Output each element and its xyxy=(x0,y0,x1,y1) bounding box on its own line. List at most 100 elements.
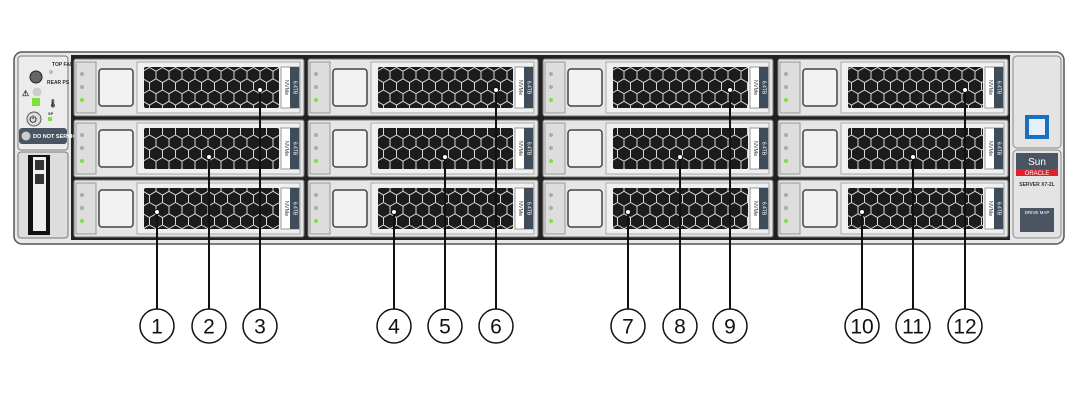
callout-6: 6 xyxy=(478,87,514,344)
drive-fault-led xyxy=(80,146,84,150)
callout-circle xyxy=(376,308,412,344)
callout-number: 2 xyxy=(203,316,215,339)
drive-grille xyxy=(613,67,748,108)
drive-capacity-label xyxy=(290,67,299,108)
drive-ok-led xyxy=(784,159,788,163)
drive-release-button[interactable] xyxy=(567,68,603,107)
callout-number: 5 xyxy=(439,316,451,339)
drive-activity-led xyxy=(549,72,553,76)
drive-capacity-label xyxy=(994,67,1003,108)
callout-circle xyxy=(610,308,646,344)
power-button[interactable] xyxy=(26,111,42,127)
drive-fault-led xyxy=(549,146,553,150)
drive-fault-led xyxy=(549,206,553,210)
drive-grille xyxy=(378,128,513,169)
drive-led-panel xyxy=(75,182,97,235)
drive-activity-led xyxy=(549,193,553,197)
drive-fault-led xyxy=(549,85,553,89)
drive-activity-led xyxy=(784,133,788,137)
model-label: SERVER X7-2L xyxy=(1019,182,1054,188)
drive-release-button[interactable] xyxy=(98,129,134,168)
drive-capacity-label xyxy=(524,128,533,169)
callout-number: 12 xyxy=(953,316,976,339)
locator-button[interactable] xyxy=(29,70,43,84)
drive-type-text: NVMe xyxy=(283,141,289,156)
oracle-logo: ORACLE xyxy=(1025,171,1050,177)
drive-release-button[interactable] xyxy=(802,68,838,107)
drive-ok-led xyxy=(549,219,553,223)
drive-activity-led xyxy=(80,72,84,76)
drive-release-button[interactable] xyxy=(802,189,838,228)
callout-number: 9 xyxy=(724,316,736,339)
drive-led-panel xyxy=(309,122,331,175)
drive-map-label: DRIVE MAP xyxy=(1025,210,1050,215)
drive-capacity-text: 6.4TB xyxy=(996,142,1002,156)
drive-type-text: NVMe xyxy=(752,141,758,156)
drive-release-button[interactable] xyxy=(332,129,368,168)
drive-capacity-text: 6.4TB xyxy=(526,202,532,216)
drive-led-panel xyxy=(309,182,331,235)
drive-type-text: NVMe xyxy=(752,80,758,95)
drive-ok-led xyxy=(314,159,318,163)
callout-circle xyxy=(427,308,463,344)
drive-activity-led xyxy=(80,133,84,137)
drive-fault-led xyxy=(80,206,84,210)
drive-ok-led xyxy=(80,219,84,223)
drive-release-button[interactable] xyxy=(802,129,838,168)
callout-9: 9 xyxy=(712,87,748,344)
drive-capacity-label xyxy=(759,67,768,108)
drive-led-panel xyxy=(75,61,97,114)
drive-fault-led xyxy=(784,146,788,150)
drive-release-button[interactable] xyxy=(332,68,368,107)
drive-grille xyxy=(848,67,983,108)
drive-map xyxy=(1020,208,1054,232)
drive-capacity-label xyxy=(290,128,299,169)
callout-number: 4 xyxy=(388,316,400,339)
drive-capacity-label xyxy=(759,128,768,169)
drive-grille xyxy=(378,67,513,108)
top-fan-label: TOP FAN xyxy=(52,62,74,68)
callout-circle xyxy=(712,308,748,344)
callout-circle xyxy=(895,308,931,344)
left-control-panel: TOP FAN REAR PS ⚠ 🌡 ⏻ SP DO NOT SERVICE xyxy=(17,55,80,239)
drive-capacity-text: 6.4TB xyxy=(996,81,1002,95)
drive-release-button[interactable] xyxy=(567,189,603,228)
drive-capacity-label xyxy=(994,188,1003,229)
drive-led-panel xyxy=(309,61,331,114)
drive-type-text: NVMe xyxy=(283,80,289,95)
top-fan-led xyxy=(49,70,53,74)
drive-capacity-label xyxy=(524,188,533,229)
drive-capacity-text: 6.4TB xyxy=(292,202,298,216)
callout-number: 10 xyxy=(850,316,873,339)
drive-led-panel xyxy=(544,61,566,114)
drive-release-button[interactable] xyxy=(567,129,603,168)
drive-activity-led xyxy=(314,133,318,137)
drive-release-button[interactable] xyxy=(98,68,134,107)
drive-led-panel xyxy=(779,182,801,235)
warning-icon: ⚠ xyxy=(22,89,29,98)
drive-release-button[interactable] xyxy=(332,189,368,228)
do-not-service-label: DO NOT SERVICE xyxy=(33,134,80,140)
callout-1: 1 xyxy=(139,209,175,344)
sp-led xyxy=(48,117,52,121)
callout-11: 11 xyxy=(895,154,931,344)
power-icon: ⏻ xyxy=(30,115,38,125)
ok-led xyxy=(32,98,40,106)
service-led xyxy=(32,87,42,97)
drive-release-button[interactable] xyxy=(98,189,134,228)
drive-grille xyxy=(144,128,279,169)
callout-4: 4 xyxy=(376,209,412,344)
callout-number: 1 xyxy=(151,316,163,339)
